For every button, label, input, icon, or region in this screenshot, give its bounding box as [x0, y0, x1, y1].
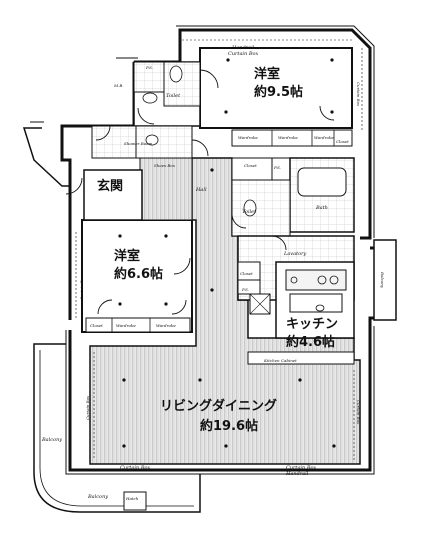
shower-room-label: Shower Room — [124, 141, 153, 146]
western-room-a-name: 洋室 — [254, 67, 281, 82]
shoes-box-label: Shoes Box — [154, 163, 176, 168]
toilet-label-mid: Toilet — [242, 209, 257, 215]
hatch-label: Hatch — [126, 496, 139, 501]
kitchen-size: 約4.6帖 — [286, 335, 336, 350]
ps-label-mid: P.S. — [274, 165, 282, 170]
hall-label: Hall — [196, 187, 207, 193]
western-room-b-size: 約6.6帖 — [114, 267, 164, 282]
hall-floor — [139, 157, 193, 221]
curtain-box-label-top: Curtain Box — [228, 51, 259, 57]
curtain-box-label-living-right: Curtain Box — [356, 400, 361, 425]
mb-label: M.B. — [114, 83, 124, 88]
wardrobe-label-a2: Wardrobe — [278, 135, 298, 140]
ps-label-top: P.S. — [146, 65, 154, 70]
closet-label-a: Closet — [336, 139, 349, 144]
handrail-label-bottom: Handrail — [286, 471, 309, 477]
ps-label-lav: P.S. — [242, 287, 250, 292]
balcony-label-bottom: Balcony — [88, 494, 109, 500]
balcony-label-left: Balcony — [42, 437, 63, 443]
wardrobe-label-b2: Wardrobe — [156, 323, 176, 328]
bath-label: Bath — [316, 205, 328, 211]
balcony-left — [33, 343, 66, 472]
outer-wall-thin — [65, 25, 375, 475]
balcony-label-right: Balcony — [380, 272, 385, 289]
entrance-label: 玄関 — [97, 179, 124, 194]
western-room-a-floor — [199, 47, 353, 129]
balcony-bottom — [33, 471, 201, 513]
handrail-label-top: Handrail — [232, 45, 255, 51]
closet-label-b: Closet — [90, 323, 103, 328]
curtain-box-label-right: Curtain Box — [356, 82, 361, 107]
kitchen-cabinet-label: Kitchen Cabinet — [264, 358, 297, 363]
kitchen-name: キッチン — [286, 317, 339, 332]
curtain-box-label-left: Curtain Box — [79, 275, 84, 300]
toilet-label-top: Toilet — [166, 93, 181, 99]
closet-label-lav: Closet — [240, 271, 253, 276]
curtain-box-label-bottom-right: Curtain Box — [286, 465, 317, 471]
entrance-floor — [83, 169, 143, 221]
western-room-a-size: 約9.5帖 — [254, 85, 304, 100]
curtain-box-label-living: Curtain Box — [85, 395, 90, 420]
closet-label-mid: Closet — [244, 163, 257, 168]
living-size: 約19.6帖 — [200, 419, 259, 434]
wardrobe-label-a3: Wardrobe — [314, 135, 334, 140]
living-name: リビングダイニング — [160, 399, 278, 414]
lavatory-label: Lavatory — [284, 251, 307, 257]
wardrobe-label-b1: Wardrobe — [116, 323, 136, 328]
curtain-box-label-bottom-left: Curtain Box — [120, 465, 151, 471]
western-room-b-floor — [81, 219, 193, 333]
wardrobe-label-a1: Wardrobe — [238, 135, 258, 140]
right-balcony — [373, 239, 397, 321]
western-room-b-name: 洋室 — [114, 249, 141, 264]
